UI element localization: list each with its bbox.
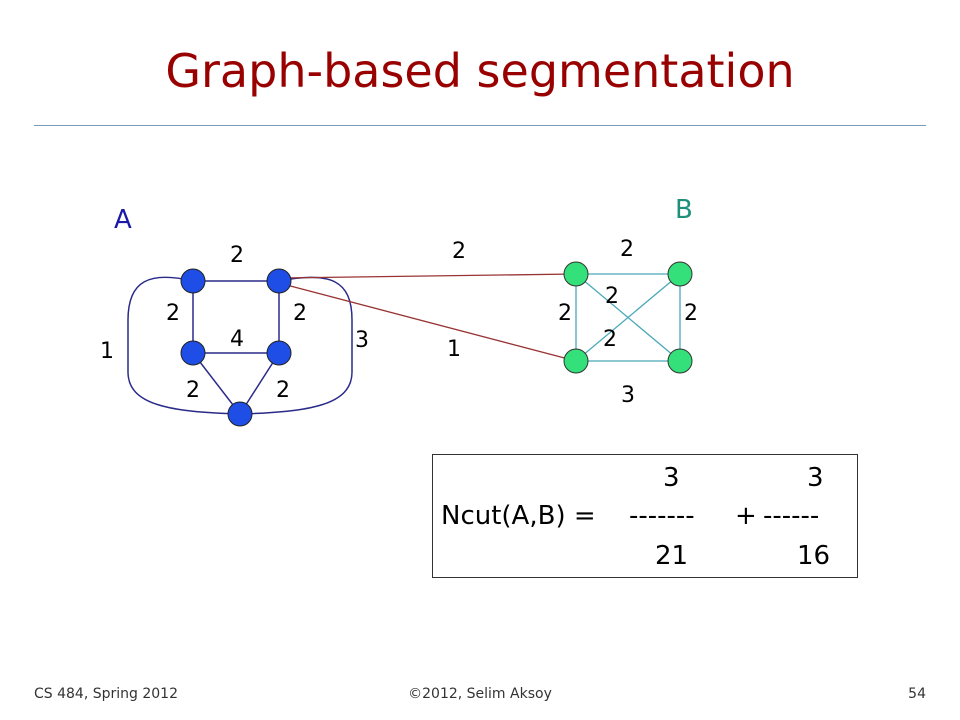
weight-a-lower-right: 2: [276, 378, 290, 403]
node-b-bottom-left: [563, 348, 589, 374]
edge-b-diagonal-2: [575, 273, 681, 362]
edge-weights: 2 2 2 4 2 2 1 3 2 1 2 2 2 2 2 3: [100, 237, 698, 408]
weight-b-bottom: 3: [621, 383, 635, 408]
group-a-label: A: [114, 205, 132, 235]
group-b-edges: [575, 273, 681, 362]
cut-edges: [278, 273, 577, 362]
node-a-top-right: [266, 268, 292, 294]
weight-a-middle: 4: [230, 327, 244, 352]
node-b-top-left: [563, 261, 589, 287]
group-a-nodes: [180, 268, 292, 427]
formula-plus: +: [735, 501, 757, 531]
formula-fraction-bar-a: -------: [629, 501, 695, 531]
weight-b-right: 2: [684, 301, 698, 326]
slide-title: Graph-based segmentation: [165, 44, 795, 98]
title-divider: [34, 125, 926, 126]
weight-b-diag-lower: 2: [603, 327, 617, 352]
ncut-formula-box: 3 3 Ncut(A,B) = ------- + ------ 21 16: [432, 454, 858, 578]
node-b-bottom-right: [667, 348, 693, 374]
formula-denominator-a: 21: [655, 541, 689, 571]
group-b-nodes: [563, 261, 693, 374]
weight-a-right: 2: [293, 301, 307, 326]
node-a-bottom: [227, 401, 253, 427]
cut-edge-lower: [278, 282, 577, 362]
weight-cut-upper: 2: [452, 239, 466, 264]
footer-copyright: ©2012, Selim Aksoy: [408, 686, 552, 702]
node-b-top-right: [667, 261, 693, 287]
cut-edge-upper: [278, 273, 577, 279]
node-a-mid-left: [180, 340, 206, 366]
weight-a-left: 2: [166, 301, 180, 326]
weight-a-top: 2: [230, 243, 244, 268]
weight-a-outer-right: 3: [355, 328, 369, 353]
footer-course: CS 484, Spring 2012: [34, 686, 178, 702]
weight-cut-lower: 1: [447, 337, 461, 362]
node-a-top-left: [180, 268, 206, 294]
weight-a-outer-left: 1: [100, 339, 114, 364]
formula-numerator-b: 3: [807, 463, 824, 493]
formula-denominator-b: 16: [797, 541, 831, 571]
formula-numerator-a: 3: [663, 463, 680, 493]
formula-fraction-bar-b: ------: [763, 501, 820, 531]
weight-b-top: 2: [620, 237, 634, 262]
formula-lhs: Ncut(A,B) =: [441, 501, 596, 531]
node-a-mid-right: [266, 340, 292, 366]
weight-b-left: 2: [558, 301, 572, 326]
footer-page-number: 54: [908, 686, 926, 702]
weight-b-diag-upper: 2: [605, 284, 619, 309]
group-b-label: B: [675, 195, 693, 225]
weight-a-lower-left: 2: [186, 378, 200, 403]
edge-a-lower-left: [192, 352, 241, 415]
